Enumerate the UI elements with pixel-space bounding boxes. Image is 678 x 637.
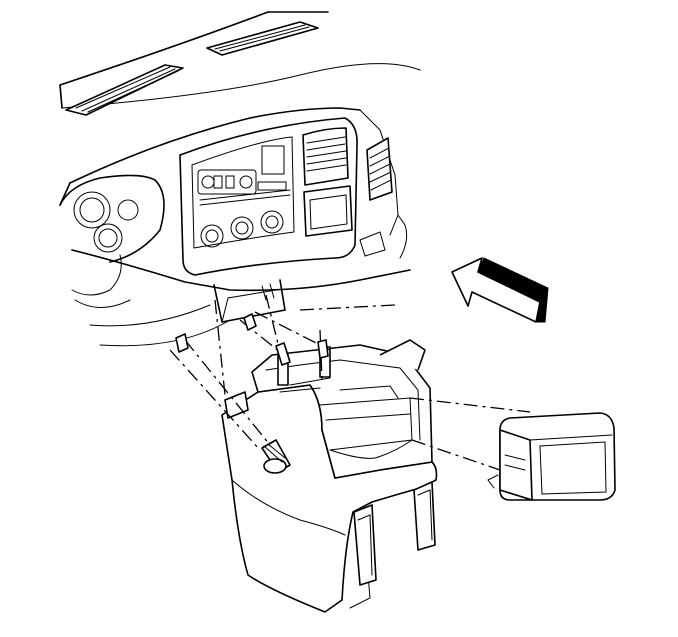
direction-arrow <box>451 257 549 323</box>
console-bolt <box>261 439 291 474</box>
center-console <box>221 339 438 613</box>
console-insert <box>487 412 616 501</box>
bracket-pins <box>175 313 329 366</box>
ash-tray-opening <box>303 185 386 257</box>
right-air-vent <box>366 137 393 201</box>
dashboard <box>59 11 421 347</box>
instrument-cluster <box>59 174 165 308</box>
center-air-vent <box>302 127 349 186</box>
defroster-vent-right <box>206 21 319 56</box>
defroster-vent-left <box>65 64 184 116</box>
